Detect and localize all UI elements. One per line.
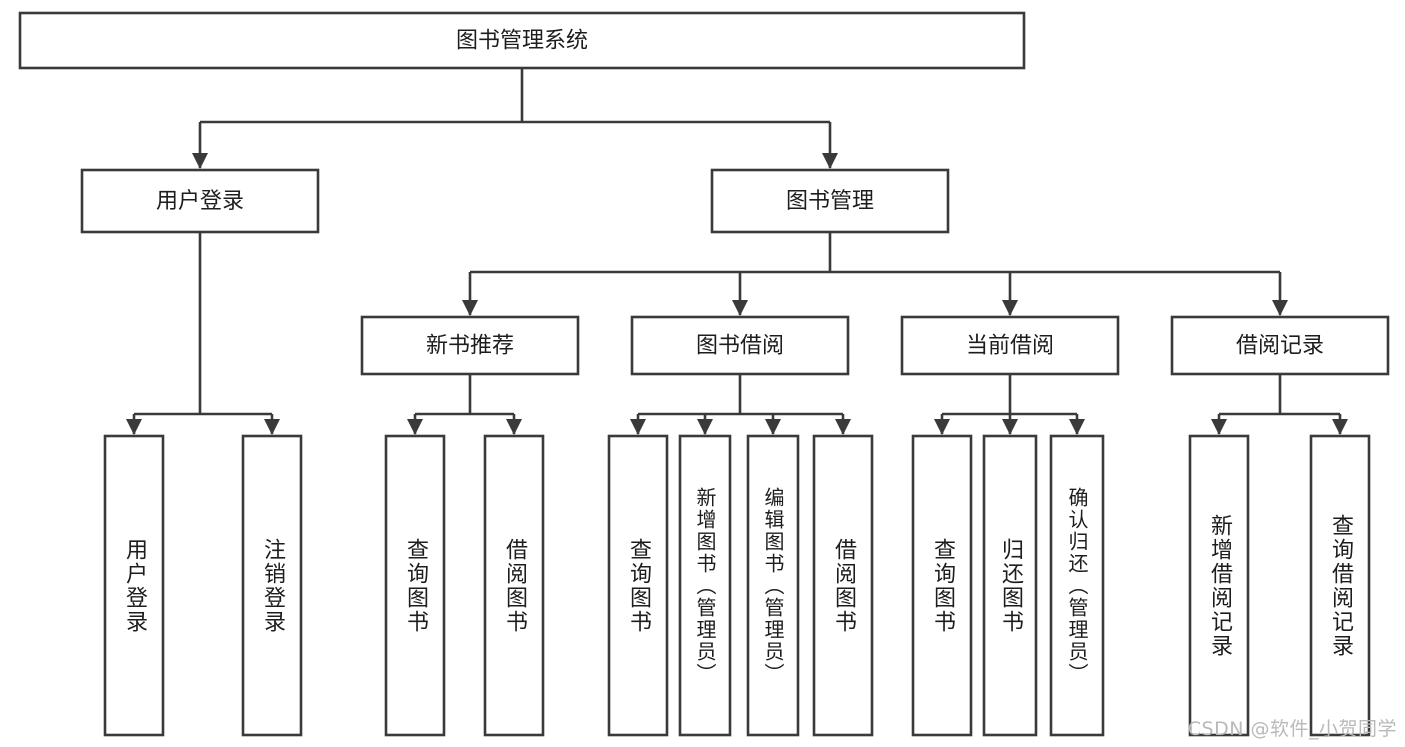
node-box-leaf-add-book-admin[interactable] bbox=[678, 434, 732, 737]
node-book-management[interactable]: 图书管理 bbox=[710, 168, 950, 234]
node-box-leaf-logout-login[interactable] bbox=[241, 434, 303, 737]
arrow-head-icon bbox=[462, 300, 478, 316]
node-box-leaf-query-book-2[interactable] bbox=[607, 434, 669, 737]
connector-group-borrow-record bbox=[1211, 374, 1348, 435]
arrow-head-icon bbox=[732, 300, 748, 316]
node-label-current-borrow: 当前借阅 bbox=[966, 334, 1054, 359]
connector-group-user-login bbox=[126, 232, 280, 435]
node-current-borrow[interactable]: 当前借阅 bbox=[900, 315, 1120, 376]
node-label-user-login: 用户登录 bbox=[156, 189, 244, 214]
connector-group-current-borrow bbox=[934, 374, 1085, 435]
arrow-head-icon bbox=[822, 153, 838, 169]
arrow-head-icon bbox=[934, 419, 950, 435]
arrow-head-icon bbox=[192, 153, 208, 169]
node-leaf-add-book-admin[interactable] bbox=[678, 434, 732, 737]
node-box-leaf-borrow-book-1[interactable] bbox=[483, 434, 545, 737]
watermark-text: CSDN @软件_小贺同学 bbox=[1187, 718, 1397, 740]
node-box-leaf-return-book[interactable] bbox=[982, 434, 1038, 737]
arrow-head-icon bbox=[765, 419, 781, 435]
arrow-head-icon bbox=[1332, 419, 1348, 435]
node-leaf-add-borrow-record[interactable] bbox=[1188, 434, 1250, 737]
arrow-head-icon bbox=[1002, 419, 1018, 435]
node-leaf-confirm-return-admin[interactable] bbox=[1049, 434, 1105, 737]
node-box-leaf-user-login[interactable] bbox=[103, 434, 165, 737]
arrow-head-icon bbox=[835, 419, 851, 435]
node-box-book-management[interactable] bbox=[710, 168, 950, 234]
node-box-leaf-borrow-book-2[interactable] bbox=[812, 434, 874, 737]
node-box-book-borrow[interactable] bbox=[630, 315, 850, 376]
node-borrow-record[interactable]: 借阅记录 bbox=[1170, 315, 1390, 376]
node-leaf-borrow-book-2[interactable] bbox=[812, 434, 874, 737]
node-leaf-borrow-book-1[interactable] bbox=[483, 434, 545, 737]
arrow-head-icon bbox=[126, 419, 142, 435]
node-leaf-query-book-1[interactable] bbox=[384, 434, 446, 737]
connector-group-root bbox=[192, 68, 838, 169]
node-leaf-query-book-3[interactable] bbox=[911, 434, 973, 737]
node-new-book-recommend[interactable]: 新书推荐 bbox=[360, 315, 580, 376]
node-leaf-query-borrow-record[interactable] bbox=[1309, 434, 1371, 737]
connector-layer bbox=[126, 68, 1348, 435]
node-book-borrow[interactable]: 图书借阅 bbox=[630, 315, 850, 376]
node-box-root[interactable] bbox=[18, 11, 1026, 70]
node-box-current-borrow[interactable] bbox=[900, 315, 1120, 376]
connector-group-book-borrow bbox=[630, 374, 851, 435]
connector-group-book-management bbox=[462, 232, 1288, 316]
node-box-borrow-record[interactable] bbox=[1170, 315, 1390, 376]
node-leaf-user-login[interactable] bbox=[103, 434, 165, 737]
node-box-leaf-query-book-3[interactable] bbox=[911, 434, 973, 737]
node-box-leaf-edit-book-admin[interactable] bbox=[746, 434, 800, 737]
arrow-head-icon bbox=[1002, 300, 1018, 316]
node-label-book-borrow: 图书借阅 bbox=[696, 334, 784, 359]
node-label-new-book-recommend: 新书推荐 bbox=[426, 334, 514, 359]
arrow-head-icon bbox=[264, 419, 280, 435]
node-box-leaf-query-book-1[interactable] bbox=[384, 434, 446, 737]
node-box-leaf-confirm-return-admin[interactable] bbox=[1049, 434, 1105, 737]
arrow-head-icon bbox=[630, 419, 646, 435]
node-leaf-edit-book-admin[interactable] bbox=[746, 434, 800, 737]
node-leaf-logout-login[interactable] bbox=[241, 434, 303, 737]
node-box-user-login[interactable] bbox=[80, 168, 320, 234]
arrow-head-icon bbox=[506, 419, 522, 435]
node-label-root: 图书管理系统 bbox=[456, 29, 588, 54]
node-label-book-management: 图书管理 bbox=[786, 189, 874, 214]
arrow-head-icon bbox=[1211, 419, 1227, 435]
node-box-leaf-query-borrow-record[interactable] bbox=[1309, 434, 1371, 737]
node-label-borrow-record: 借阅记录 bbox=[1236, 334, 1324, 359]
arrow-head-icon bbox=[1069, 419, 1085, 435]
node-box-new-book-recommend[interactable] bbox=[360, 315, 580, 376]
connector-group-new-book-recommend bbox=[407, 374, 522, 435]
arrow-head-icon bbox=[407, 419, 423, 435]
node-box-leaf-add-borrow-record[interactable] bbox=[1188, 434, 1250, 737]
arrow-head-icon bbox=[1272, 300, 1288, 316]
node-user-login[interactable]: 用户登录 bbox=[80, 168, 320, 234]
node-leaf-query-book-2[interactable] bbox=[607, 434, 669, 737]
node-leaf-return-book[interactable] bbox=[982, 434, 1038, 737]
node-root[interactable]: 图书管理系统 bbox=[18, 11, 1026, 70]
arrow-head-icon bbox=[697, 419, 713, 435]
